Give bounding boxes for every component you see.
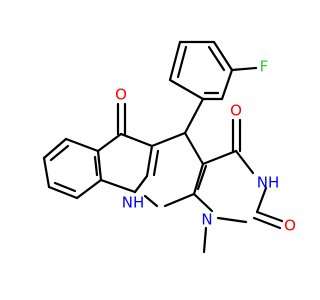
- ketone-bond: [116, 102, 127, 136]
- n-methyl-bond: [202, 226, 208, 254]
- aryl-link-bond: [183, 97, 205, 135]
- indenone-ring: [96, 132, 154, 194]
- pyrimidine-ring: [192, 149, 268, 224]
- nh-bottom-label: NH: [122, 194, 145, 212]
- molecule-structure: F O: [42, 40, 296, 254]
- nh-ring-label: NH: [257, 174, 280, 192]
- fluorophenyl-ring: [168, 40, 234, 101]
- carbonyl-top-bond: [231, 118, 242, 153]
- oxygen-top-label: O: [230, 102, 242, 120]
- c-f-bond: [230, 66, 258, 72]
- carbonyl-right-bond: [252, 210, 284, 230]
- benzo-ring: [42, 137, 103, 200]
- fluorine-label: F: [260, 58, 269, 76]
- molecule-canvas: F O: [42, 40, 296, 254]
- dihydropyridine-ring: [133, 131, 208, 208]
- ketone-oxygen-label: O: [115, 86, 127, 104]
- n-methyl-label: N: [201, 211, 212, 229]
- oxygen-right-label: O: [284, 217, 296, 235]
